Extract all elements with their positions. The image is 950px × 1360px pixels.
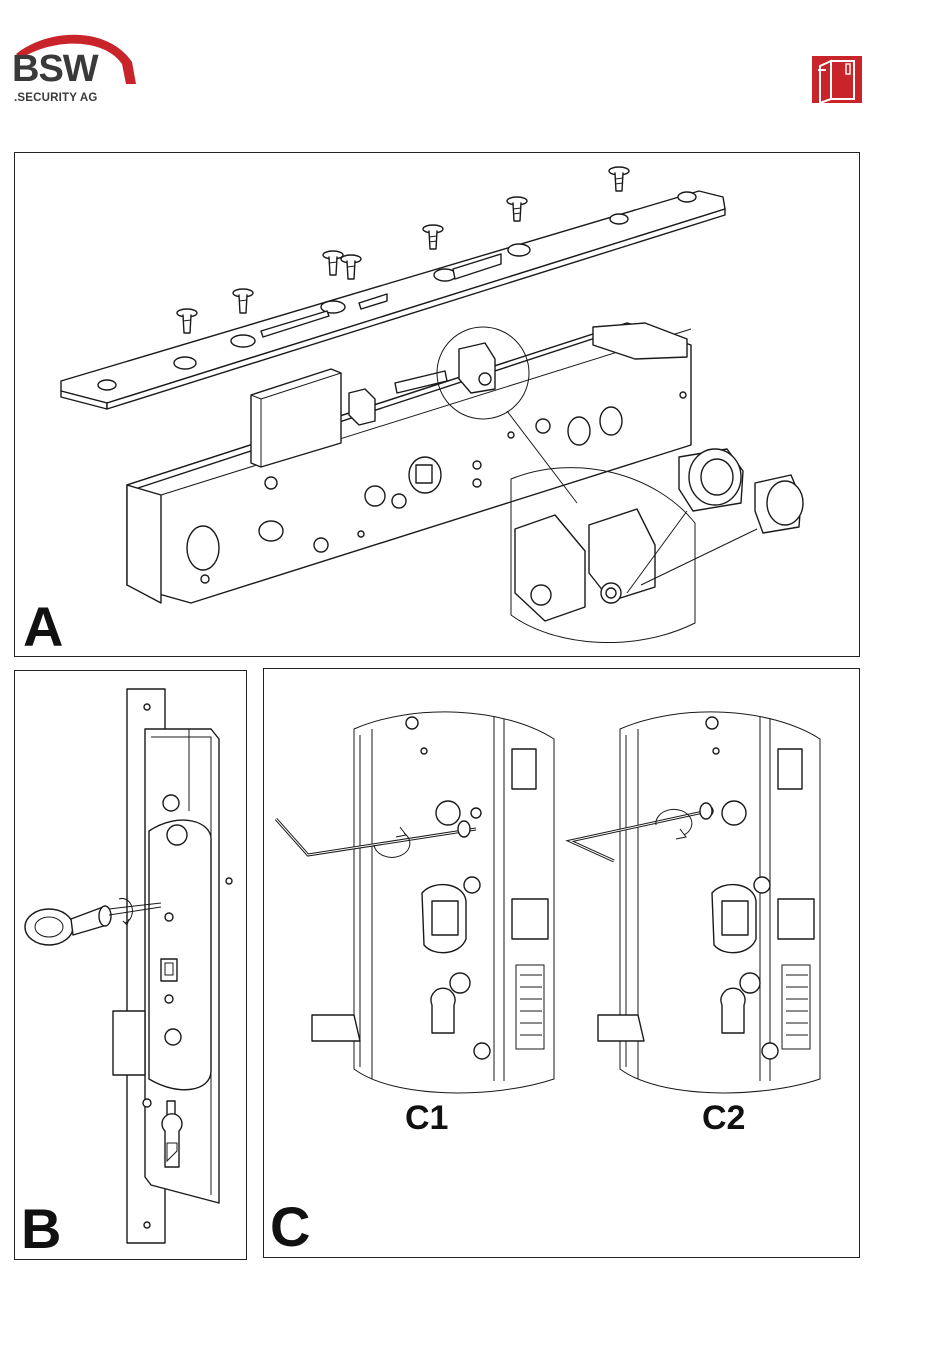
panel-b: B: [14, 670, 247, 1260]
panel-a-illustration: [15, 153, 861, 658]
detail-c2: [570, 712, 820, 1093]
panel-c-label: C: [270, 1199, 309, 1255]
brand-logo: BSW .SECURITY AG: [8, 26, 138, 110]
panel-c-illustration: [264, 669, 861, 1259]
brand-tagline: .SECURITY AG: [14, 92, 98, 104]
panel-a: A: [14, 152, 860, 657]
panel-c: C1 C2 C: [263, 668, 860, 1258]
panel-a-label: A: [23, 599, 62, 655]
door-icon: [812, 56, 862, 103]
hex-key-icon: [570, 803, 712, 861]
detail-c1: [276, 712, 554, 1093]
sub-label-c1: C1: [405, 1101, 448, 1135]
sub-label-c2: C2: [702, 1101, 745, 1135]
brand-name: BSW: [12, 48, 98, 91]
panel-b-illustration: [15, 671, 248, 1261]
panel-b-label: B: [21, 1201, 60, 1257]
